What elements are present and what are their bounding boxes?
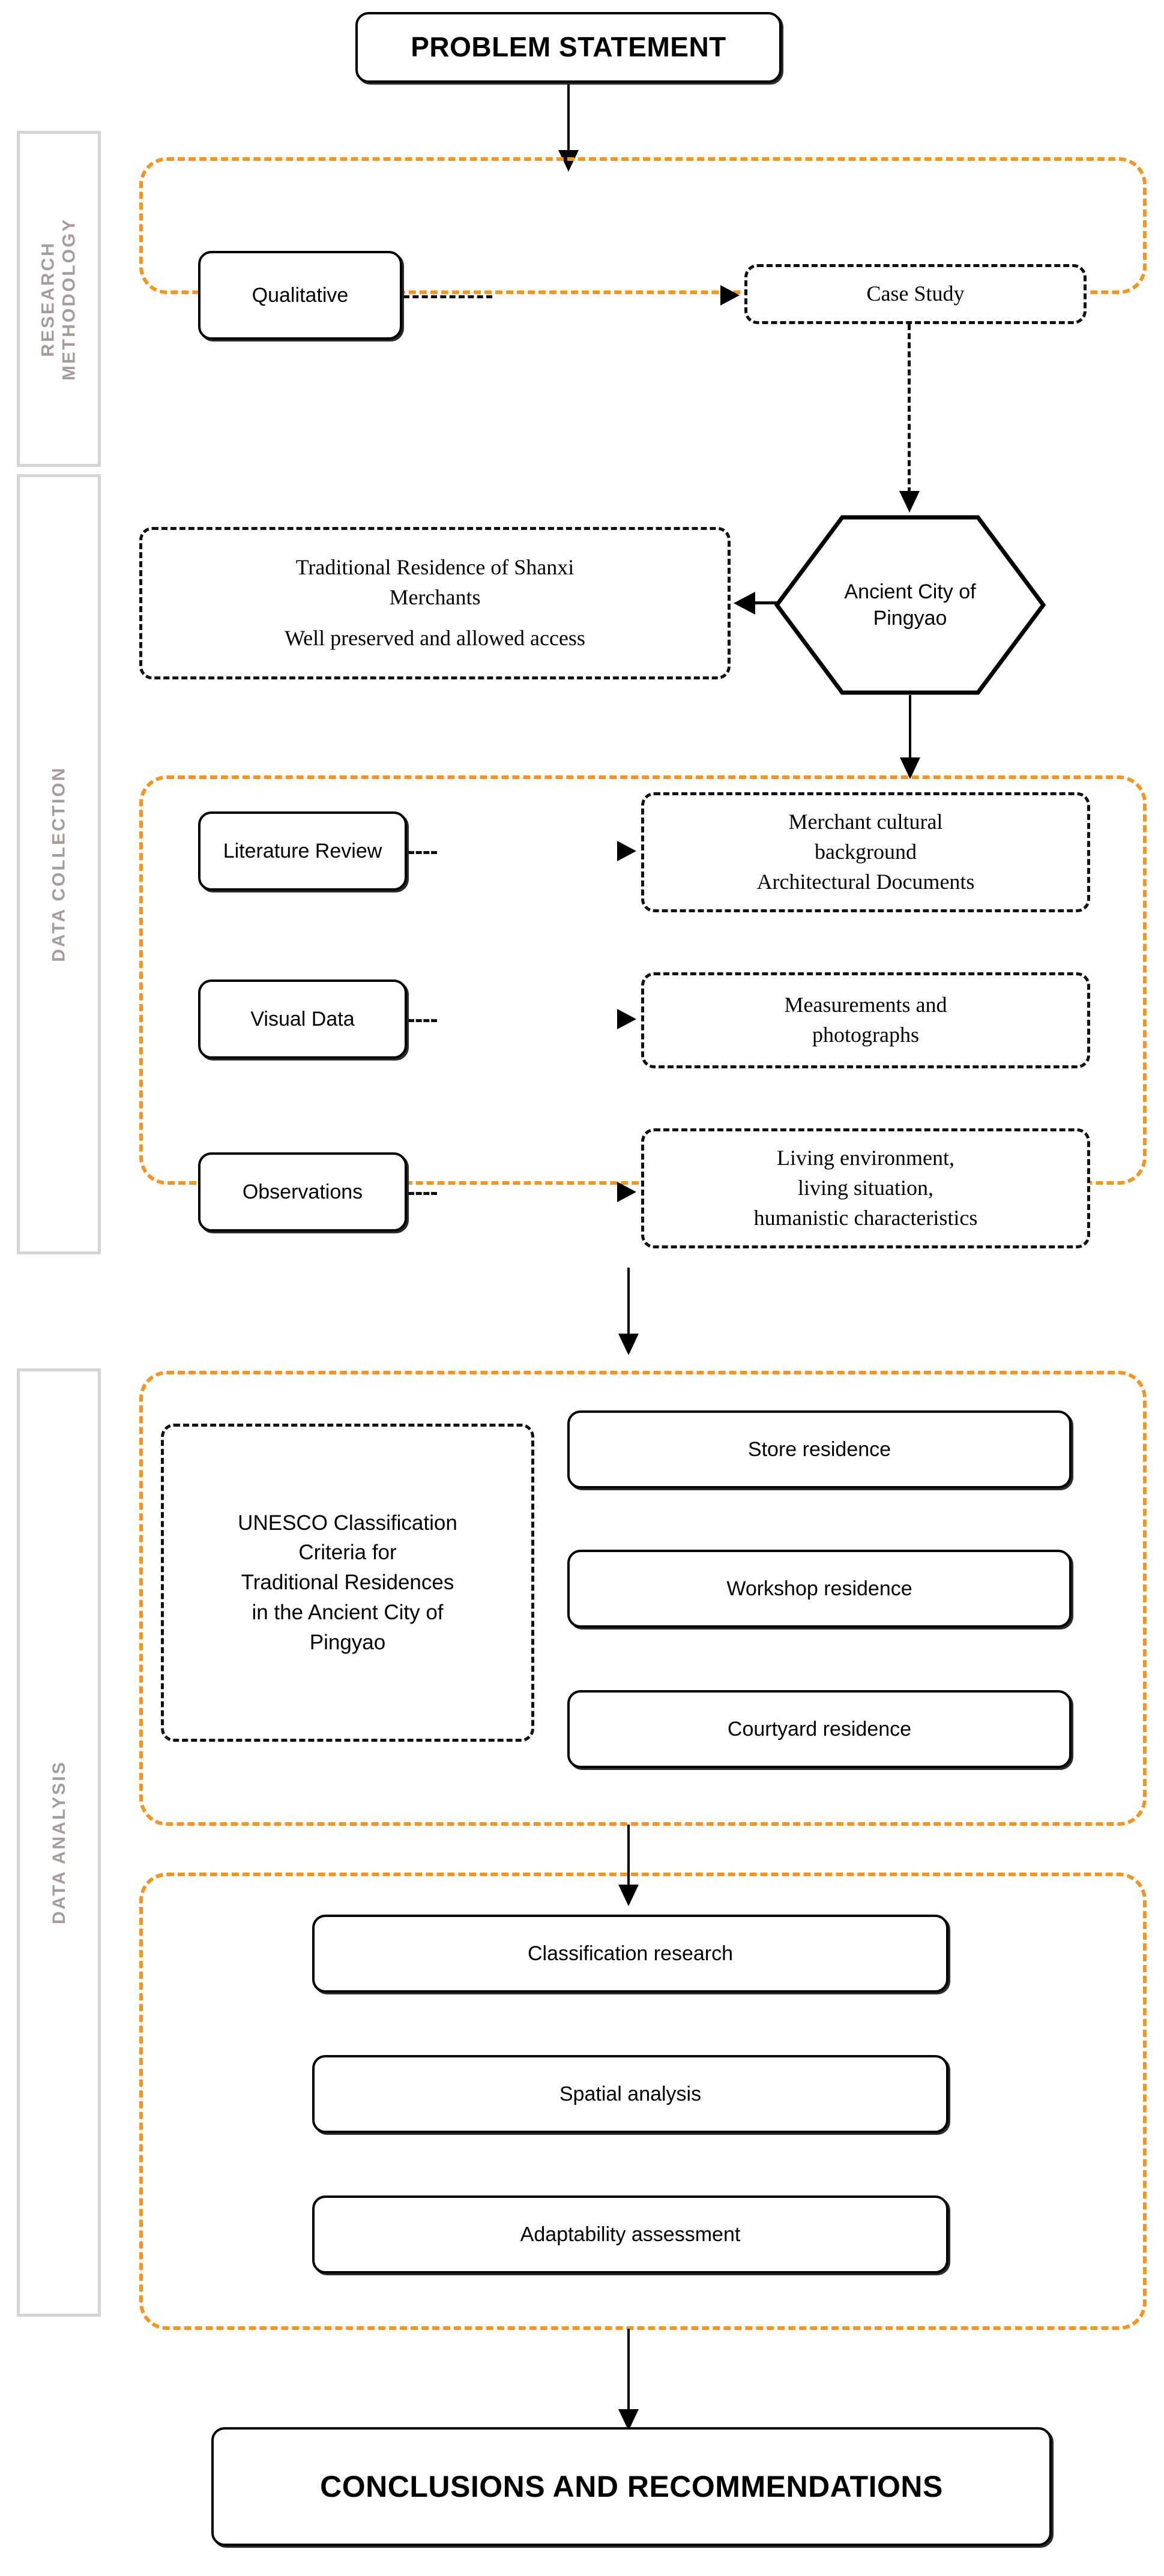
unesco-line-2: Criteria for <box>298 1541 397 1565</box>
arrowhead-observations-to-output <box>617 1182 636 1202</box>
conclusions-node: CONCLUSIONS AND RECOMMENDATIONS <box>211 2427 1052 2546</box>
unesco-line-1: UNESCO Classification <box>238 1511 457 1535</box>
phase-container-research-methodology <box>139 157 1147 294</box>
lit-output-line-2: background <box>815 840 917 864</box>
connector-classification-to-steps <box>627 1825 630 1892</box>
phase-rail-label-data-analysis: DATA ANALYSIS <box>49 1760 69 1925</box>
node-literature-review[interactable]: Literature Review <box>198 811 407 891</box>
arrowhead-collection-to-analysis <box>618 1334 639 1355</box>
node-workshop-residence[interactable]: Workshop residence <box>567 1550 1072 1628</box>
visual-output-line-1: Measurements and <box>784 993 947 1017</box>
connector-case-study-to-site <box>908 324 911 493</box>
hexagon-label: Ancient City of Pingyao <box>820 579 1000 631</box>
phase-rail-data-analysis: DATA ANALYSIS <box>17 1368 101 2317</box>
phase-rail-data-collection: DATA COLLECTION <box>17 474 101 1254</box>
connector-site-to-rationale <box>755 601 786 604</box>
connector-steps-to-conclusions <box>627 2329 630 2420</box>
unesco-line-4: in the Ancient City of <box>252 1600 444 1624</box>
node-unesco-criteria: UNESCO Classification Criteria for Tradi… <box>161 1424 534 1742</box>
rail-line-methodology: METHODOLOGY <box>59 217 79 381</box>
node-adaptability-assessment[interactable]: Adaptability assessment <box>312 2195 948 2274</box>
site-line-2: Pingyao <box>873 607 947 630</box>
obs-output-line-3: humanistic characteristics <box>753 1205 978 1230</box>
node-spatial-analysis[interactable]: Spatial analysis <box>312 2055 948 2133</box>
arrowhead-literature-review-to-output <box>617 841 636 861</box>
connector-observations-to-output <box>408 1192 437 1195</box>
node-ancient-city-of-pingyao[interactable]: Ancient City of Pingyao <box>774 515 1046 695</box>
arrowhead-problem-to-methodology <box>558 150 579 172</box>
unesco-line-5: Pingyao <box>309 1630 386 1654</box>
node-literature-review-output: Merchant cultural background Architectur… <box>641 792 1090 912</box>
node-visual-data-output: Measurements and photographs <box>641 972 1090 1068</box>
rail-line-research: RESEARCH <box>38 241 58 357</box>
node-case-study[interactable]: Case Study <box>744 264 1087 324</box>
node-site-rationale: Traditional Residence of Shanxi Merchant… <box>139 527 731 679</box>
connector-site-to-data-collection <box>909 695 911 762</box>
arrowhead-case-study-to-site <box>899 491 920 513</box>
node-observations-output: Living environment, living situation, hu… <box>641 1128 1090 1248</box>
connector-problem-to-methodology <box>567 84 570 151</box>
rationale-line-3: Well preserved and allowed access <box>285 625 585 650</box>
arrowhead-qualitative-to-case-study <box>720 285 740 305</box>
obs-output-line-1: Living environment, <box>777 1146 954 1170</box>
phase-container-classification <box>139 1371 1147 1826</box>
obs-output-line-2: living situation, <box>797 1176 933 1200</box>
unesco-line-3: Traditional Residences <box>241 1571 454 1595</box>
connector-literature-review-to-output <box>408 851 437 854</box>
node-qualitative[interactable]: Qualitative <box>198 251 402 340</box>
connector-collection-to-analysis <box>627 1268 630 1340</box>
rationale-line-1: Traditional Residence of Shanxi <box>295 555 574 580</box>
phase-container-analysis-steps <box>139 1873 1147 2330</box>
hexagon-shape-icon <box>774 515 1046 695</box>
node-visual-data[interactable]: Visual Data <box>198 980 407 1059</box>
arrowhead-classification-to-steps <box>618 1885 639 1906</box>
rationale-line-2: Merchants <box>389 585 481 610</box>
node-observations[interactable]: Observations <box>198 1152 407 1232</box>
connector-qualitative-to-case-study <box>403 295 492 298</box>
arrowhead-visual-data-to-output <box>617 1009 636 1029</box>
visual-output-line-2: photographs <box>812 1023 919 1047</box>
node-store-residence[interactable]: Store residence <box>567 1410 1072 1488</box>
phase-rail-research-methodology: RESEARCH METHODOLOGY <box>17 131 101 467</box>
site-line-1: Ancient City of <box>844 580 976 603</box>
arrowhead-site-to-rationale <box>734 592 755 615</box>
lit-output-line-3: Architectural Documents <box>756 869 975 894</box>
problem-statement-node: PROBLEM STATEMENT <box>355 12 782 83</box>
lit-output-line-1: Merchant cultural <box>788 810 943 834</box>
connector-visual-data-to-output <box>408 1019 437 1022</box>
node-classification-research[interactable]: Classification research <box>312 1915 948 1993</box>
node-courtyard-residence[interactable]: Courtyard residence <box>567 1690 1072 1768</box>
phase-rail-label-data-collection: DATA COLLECTION <box>49 766 69 963</box>
phase-rail-label-research-methodology: RESEARCH METHODOLOGY <box>38 217 80 380</box>
